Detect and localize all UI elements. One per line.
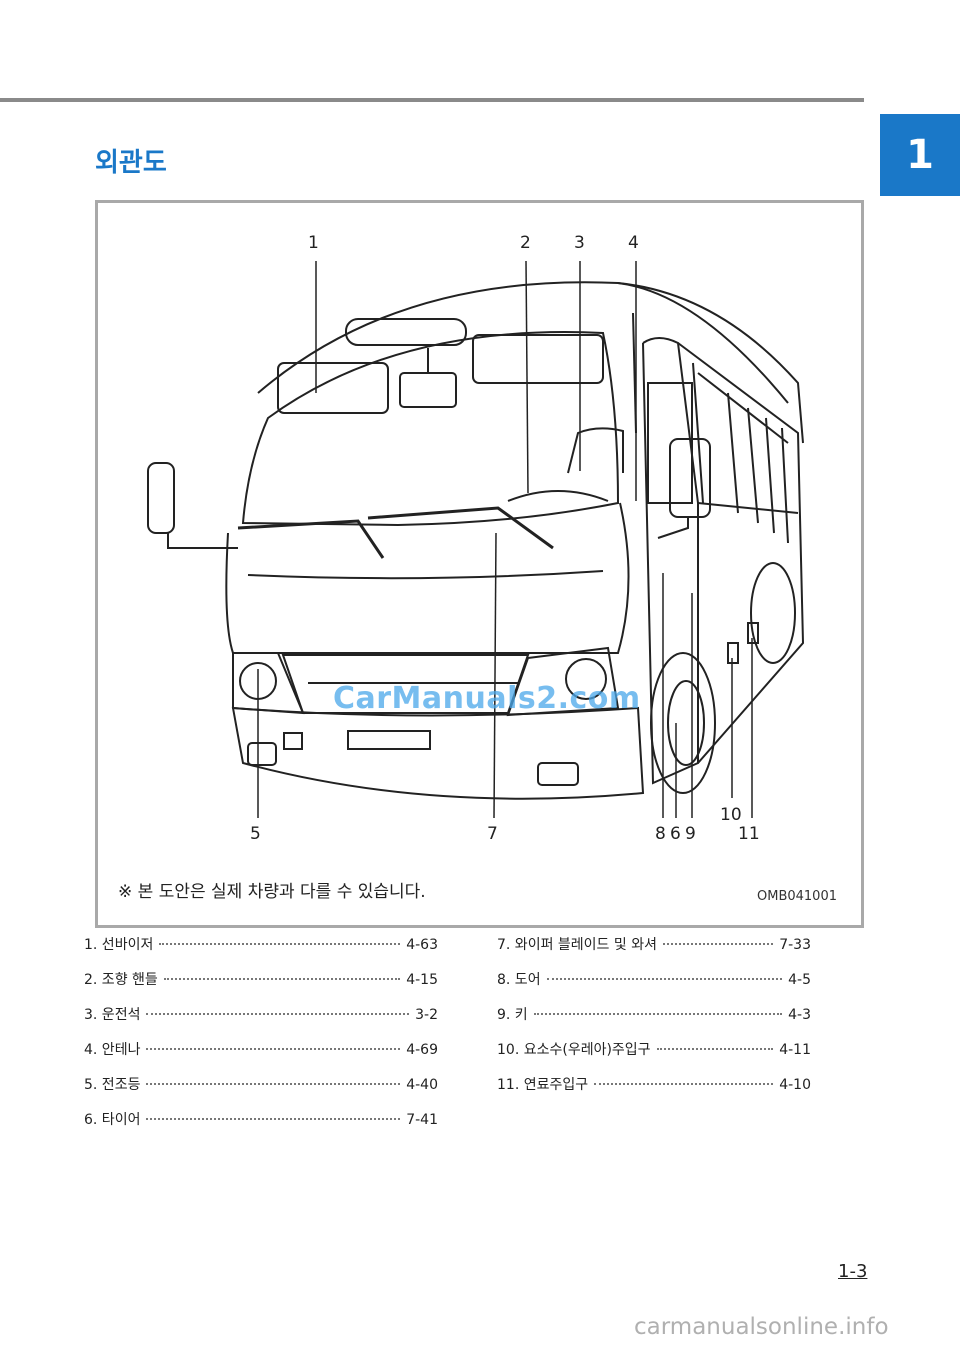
urea-filler-cap [727, 642, 739, 664]
bus-side-panel [677, 342, 805, 764]
fuel-filler-cap [747, 622, 759, 644]
side-windows [692, 362, 789, 544]
sunvisor-right [472, 334, 604, 384]
license-plate [347, 730, 431, 750]
wiper-right [367, 506, 554, 550]
figure-code: OMB041001 [757, 889, 837, 904]
page-number: 1-3 [838, 1261, 868, 1282]
rearview-mirror [399, 372, 457, 408]
callout-antenna: 4 [628, 233, 639, 253]
chapter-tab[interactable]: 1 [880, 114, 960, 196]
fog-lamp-right [537, 762, 579, 786]
sunvisor-left [277, 362, 389, 414]
steering-wheel [507, 490, 609, 502]
front-wheel [650, 652, 716, 794]
callout-steering: 2 [520, 233, 531, 253]
fog-lamp-left [247, 742, 277, 766]
callout-key: 9 [685, 824, 696, 844]
figure-note: ※ 본 도안은 실제 차량과 다를 수 있습니다. [118, 882, 426, 902]
watermark: CarManuals2.com [333, 681, 641, 716]
roof-vent [345, 318, 467, 346]
callout-leaders [257, 260, 753, 819]
front-body [225, 502, 630, 654]
side-mirror-left [147, 462, 175, 534]
footer-site-link[interactable]: carmanualsonline.info [634, 1314, 889, 1340]
windshield [241, 331, 620, 527]
wiper-left [237, 519, 385, 559]
vehicle-figure: 1 2 3 4 5 7 8 6 9 10 11 CarManuals2.com … [95, 200, 864, 928]
callout-sunvisor: 1 [308, 233, 319, 253]
side-mirror-right [669, 438, 711, 518]
bus-illustration [147, 260, 805, 819]
callout-seat: 3 [574, 233, 585, 253]
section-title: 외관도 [95, 148, 167, 178]
callout-wiper: 7 [487, 824, 498, 844]
headlight-right [506, 646, 620, 717]
callout-headlight: 5 [250, 824, 261, 844]
callout-door: 8 [655, 824, 666, 844]
callout-urea: 10 [720, 805, 742, 825]
top-rule [0, 98, 864, 102]
front-bumper [231, 706, 645, 800]
front-door [642, 337, 699, 785]
callout-fuel: 11 [738, 824, 760, 844]
callout-tire: 6 [670, 824, 681, 844]
rear-wheel [750, 562, 796, 664]
door-window [647, 382, 693, 504]
bus-roof-rear [617, 282, 789, 404]
bus-roof-outline [257, 281, 804, 444]
driver-seat [567, 427, 624, 474]
